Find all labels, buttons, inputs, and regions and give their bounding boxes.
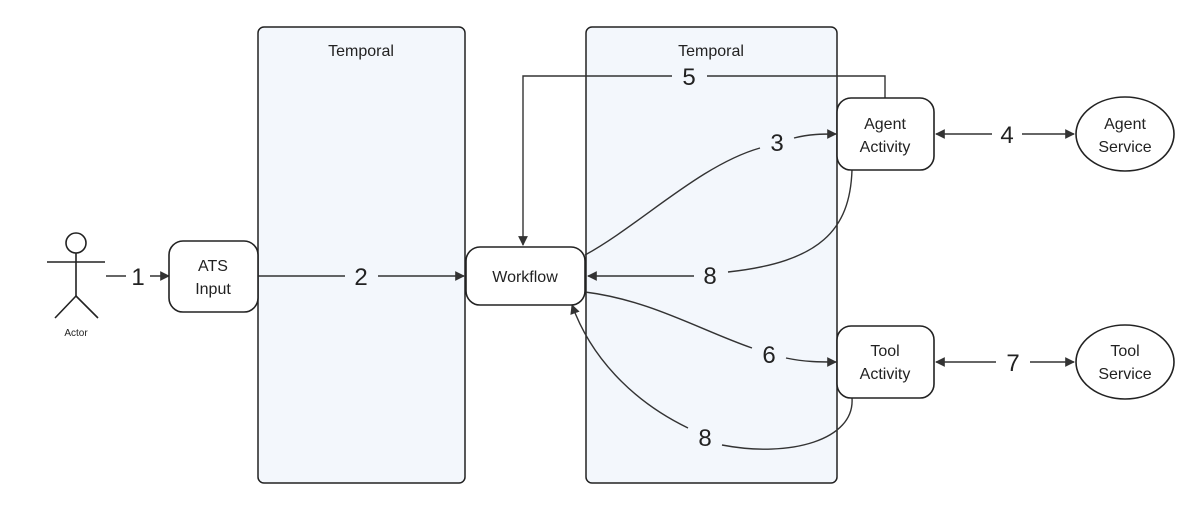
- tool-activity-label-line1: Tool: [870, 343, 899, 360]
- tool-service-node: Tool Service: [1075, 324, 1175, 400]
- agent-activity-box: [836, 97, 935, 171]
- edge-label-8b: 8: [698, 425, 711, 452]
- agent-service-label-line1: Agent: [1104, 116, 1146, 133]
- edge-label-3: 3: [770, 130, 783, 157]
- edge-label-5: 5: [682, 64, 695, 91]
- edge-3-line-a: [584, 147, 761, 256]
- actor-label: Actor: [64, 328, 88, 339]
- edge-6-line-a: [584, 291, 753, 349]
- agent-service-ellipse: [1075, 96, 1175, 172]
- temporal-container-1-title: Temporal: [328, 43, 394, 60]
- edge-8a-line-a: [727, 169, 853, 273]
- temporal-container-2: Temporal: [585, 26, 838, 484]
- edge-label-2: 2: [354, 264, 367, 291]
- edge-8b-line-a: [721, 397, 853, 450]
- tool-service-label-line1: Tool: [1110, 343, 1139, 360]
- tool-activity-label-line2: Activity: [860, 366, 911, 383]
- temporal-container-2-title: Temporal: [678, 43, 744, 60]
- edge-label-6: 6: [762, 342, 775, 369]
- edge-label-8a: 8: [703, 263, 716, 290]
- edge-6-line-b: [785, 357, 837, 367]
- ats-input-label-line2: Input: [195, 281, 231, 298]
- tool-activity-box: [836, 325, 935, 399]
- tool-activity-node: Tool Activity: [836, 325, 935, 399]
- workflow-box: [465, 246, 586, 306]
- actor-head: [65, 232, 87, 254]
- agent-activity-label-line1: Agent: [864, 116, 906, 133]
- actor: [47, 232, 105, 319]
- agent-activity-label-line2: Activity: [860, 139, 911, 156]
- agent-activity-node: Agent Activity: [836, 97, 935, 171]
- edge-8b-line-b: [570, 304, 689, 429]
- tool-service-label-line2: Service: [1098, 366, 1151, 383]
- ats-input-node: ATS Input: [168, 240, 259, 313]
- temporal-container-1: Temporal: [257, 26, 466, 484]
- workflow-label: Workflow: [492, 269, 558, 286]
- ats-input-label-line1: ATS: [198, 258, 228, 275]
- edge-label-7: 7: [1006, 350, 1019, 377]
- edge-3-line-b: [793, 129, 837, 139]
- ats-input-box: [168, 240, 259, 313]
- workflow-node: Workflow: [465, 246, 586, 306]
- edge-label-1: 1: [131, 264, 144, 291]
- actor-left-leg: [54, 295, 77, 319]
- temporal-container-1-box: [257, 26, 466, 484]
- edge-label-4: 4: [1000, 122, 1013, 149]
- edge-5-line-a: [707, 75, 886, 98]
- tool-service-ellipse: [1075, 324, 1175, 400]
- actor-right-leg: [75, 295, 99, 319]
- edge-5-line-b: [518, 75, 672, 246]
- agent-service-node: Agent Service: [1075, 96, 1175, 172]
- agent-service-label-line2: Service: [1098, 139, 1151, 156]
